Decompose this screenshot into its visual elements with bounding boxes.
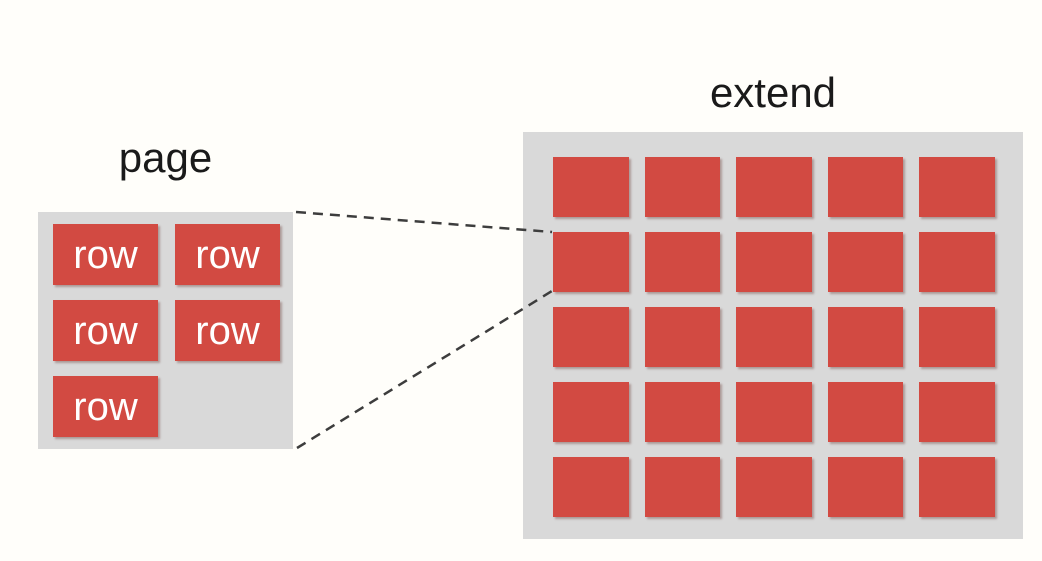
extend-cell: [736, 157, 812, 217]
extend-cell: [553, 157, 629, 217]
extend-cell: [919, 157, 995, 217]
extend-cell: [827, 382, 904, 442]
extend-cell: [827, 307, 904, 367]
connector-top-line: [295, 210, 553, 234]
extend-cell: [919, 232, 995, 292]
row-cell-label: row: [195, 308, 260, 353]
page-row-cell: row: [53, 224, 158, 285]
row-cell-label: row: [73, 232, 138, 277]
extend-cell: [736, 232, 812, 292]
extend-cell: [919, 307, 995, 367]
row-cell-label: row: [73, 308, 138, 353]
extend-cell: [644, 307, 721, 367]
connector-bottom-line: [296, 289, 553, 450]
extend-cell: [827, 232, 904, 292]
page-row-cell: row: [53, 376, 158, 437]
row-cell-label: row: [195, 232, 260, 277]
page-row-cell: row: [53, 300, 158, 361]
extend-cell: [919, 457, 995, 517]
extend-cell: [736, 307, 812, 367]
extend-cell: [553, 232, 629, 292]
extend-cell: [553, 382, 629, 442]
extend-cell: [919, 382, 995, 442]
extend-label: extend: [709, 69, 837, 116]
extend-cell: [644, 232, 721, 292]
page-label: page: [118, 134, 213, 181]
page-row-cell: row: [175, 224, 280, 285]
page-panel: row row row row row: [38, 212, 293, 449]
extend-panel: [523, 132, 1023, 539]
extend-cell: [644, 157, 721, 217]
extend-cell: [553, 457, 629, 517]
page-row-cell: row: [175, 300, 280, 361]
extend-cell: [736, 382, 812, 442]
extend-cell: [736, 457, 812, 517]
extend-cell: [553, 307, 629, 367]
row-cell-label: row: [73, 384, 138, 429]
extend-cell: [827, 457, 904, 517]
extend-cell: [644, 457, 721, 517]
extend-cell: [644, 382, 721, 442]
extend-cell: [827, 157, 904, 217]
